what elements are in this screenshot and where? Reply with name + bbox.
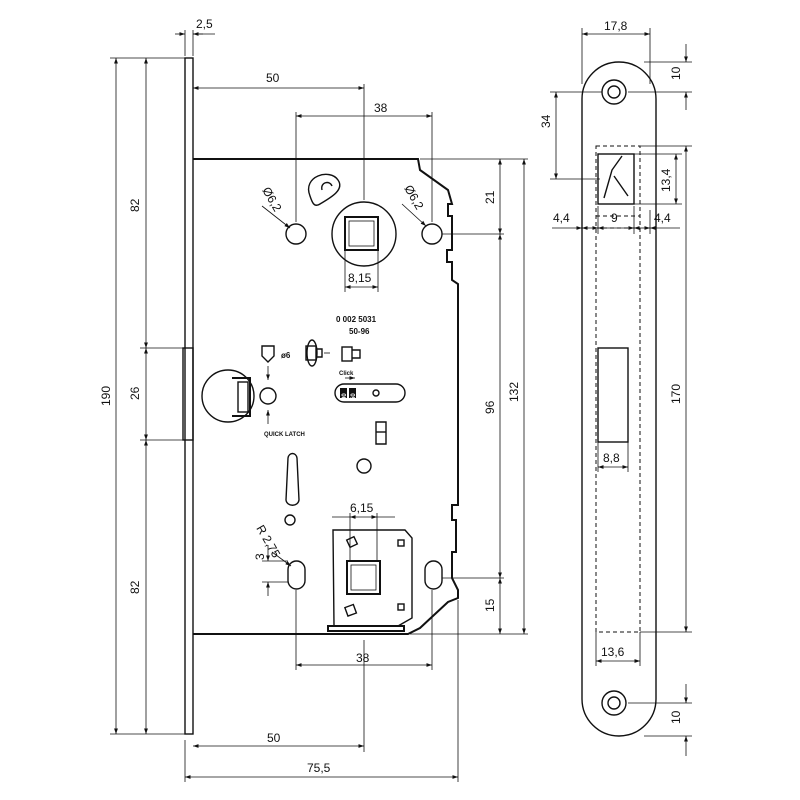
dim-upper-82: 82 [128, 198, 142, 212]
click-arrow-icon [341, 346, 361, 380]
strike-bottom-hole [601, 690, 627, 716]
dim-spindle-holes-top: 38 [374, 101, 388, 115]
dim-bottom-square: 6,15 [350, 501, 374, 515]
slot-mark-90: 90 [342, 393, 348, 400]
dim-strike-13-6: 13,6 [601, 645, 625, 659]
dim-small-3: 3 [253, 553, 267, 560]
part-number: 0 002 5031 [336, 315, 377, 324]
strike-box-outline [595, 145, 641, 633]
dim-strike-top-10: 10 [669, 66, 683, 80]
faceplate [184, 57, 194, 735]
dim-faceplate-thickness: 2,5 [196, 17, 213, 31]
dim-strike-right-4-4: 4,4 [654, 211, 671, 225]
latch-pin [259, 387, 277, 405]
dim-spindle-square: 8,15 [348, 271, 372, 285]
bolt-opening [597, 347, 629, 443]
dim-right-96: 96 [483, 400, 497, 414]
latch-face [182, 347, 194, 441]
dim-hole-right: Ø6,2 [401, 183, 426, 213]
lock-body-view: ø6 Click 0 002 5031 50-96 90 50 QUICK LA… [99, 17, 528, 782]
lock-case [193, 158, 459, 635]
dim-strike-9: 9 [611, 211, 618, 225]
latch-ramp-icon [603, 155, 629, 199]
top-right-hole [421, 223, 443, 245]
dim-strike-width: 17,8 [604, 19, 628, 33]
center-pin [356, 458, 372, 474]
strike-top-hole [601, 79, 627, 105]
bottom-right-hole [424, 560, 443, 590]
slot-mark-50: 50 [351, 393, 357, 400]
reversible-latch-icon [305, 339, 330, 367]
lock-icon [261, 345, 275, 363]
dim-right-132: 132 [507, 382, 521, 402]
dim-strike-bottom-10: 10 [669, 710, 683, 724]
bottom-bolt [327, 625, 405, 632]
dim-strike-8-8: 8,8 [603, 451, 620, 465]
dim-bottom-50: 50 [267, 731, 281, 745]
part-range: 50-96 [349, 327, 370, 336]
lever-bracket [375, 421, 387, 445]
dim-backset-top: 50 [266, 71, 280, 85]
dim-right-21: 21 [483, 190, 497, 204]
dia-6-label: ø6 [281, 351, 291, 360]
dim-strike-left-4-4: 4,4 [553, 211, 570, 225]
quick-latch-label: QUICK LATCH [264, 432, 305, 438]
top-left-hole [285, 223, 307, 245]
bottom-spindle-square [346, 560, 381, 595]
dim-bottom-38: 38 [356, 651, 370, 665]
dim-strike-170: 170 [669, 384, 683, 404]
dim-strike-13-4: 13,4 [659, 168, 673, 192]
strike-plate [581, 61, 657, 737]
bottom-bolt-housing [332, 529, 413, 627]
dim-hole-left: Ø6,2 [259, 185, 284, 215]
dim-lower-82: 82 [128, 580, 142, 594]
dim-strike-34: 34 [539, 114, 553, 128]
bottom-left-hole [287, 560, 306, 590]
dim-height-total: 190 [99, 386, 113, 406]
backset-selector-slot [334, 383, 406, 403]
strike-plate-view: 17,8 10 34 13,4 4,4 9 4,4 8,8 [539, 19, 692, 756]
dim-right-15: 15 [483, 598, 497, 612]
top-kidney-slot [307, 173, 341, 206]
top-spindle-hub [331, 201, 397, 267]
dim-latch-26: 26 [128, 386, 142, 400]
dim-bottom-75-5: 75,5 [307, 761, 331, 775]
click-label: Click [339, 371, 354, 377]
latch-bolt-circle [201, 369, 255, 423]
pawl [285, 452, 300, 506]
top-spindle-square [344, 216, 379, 251]
